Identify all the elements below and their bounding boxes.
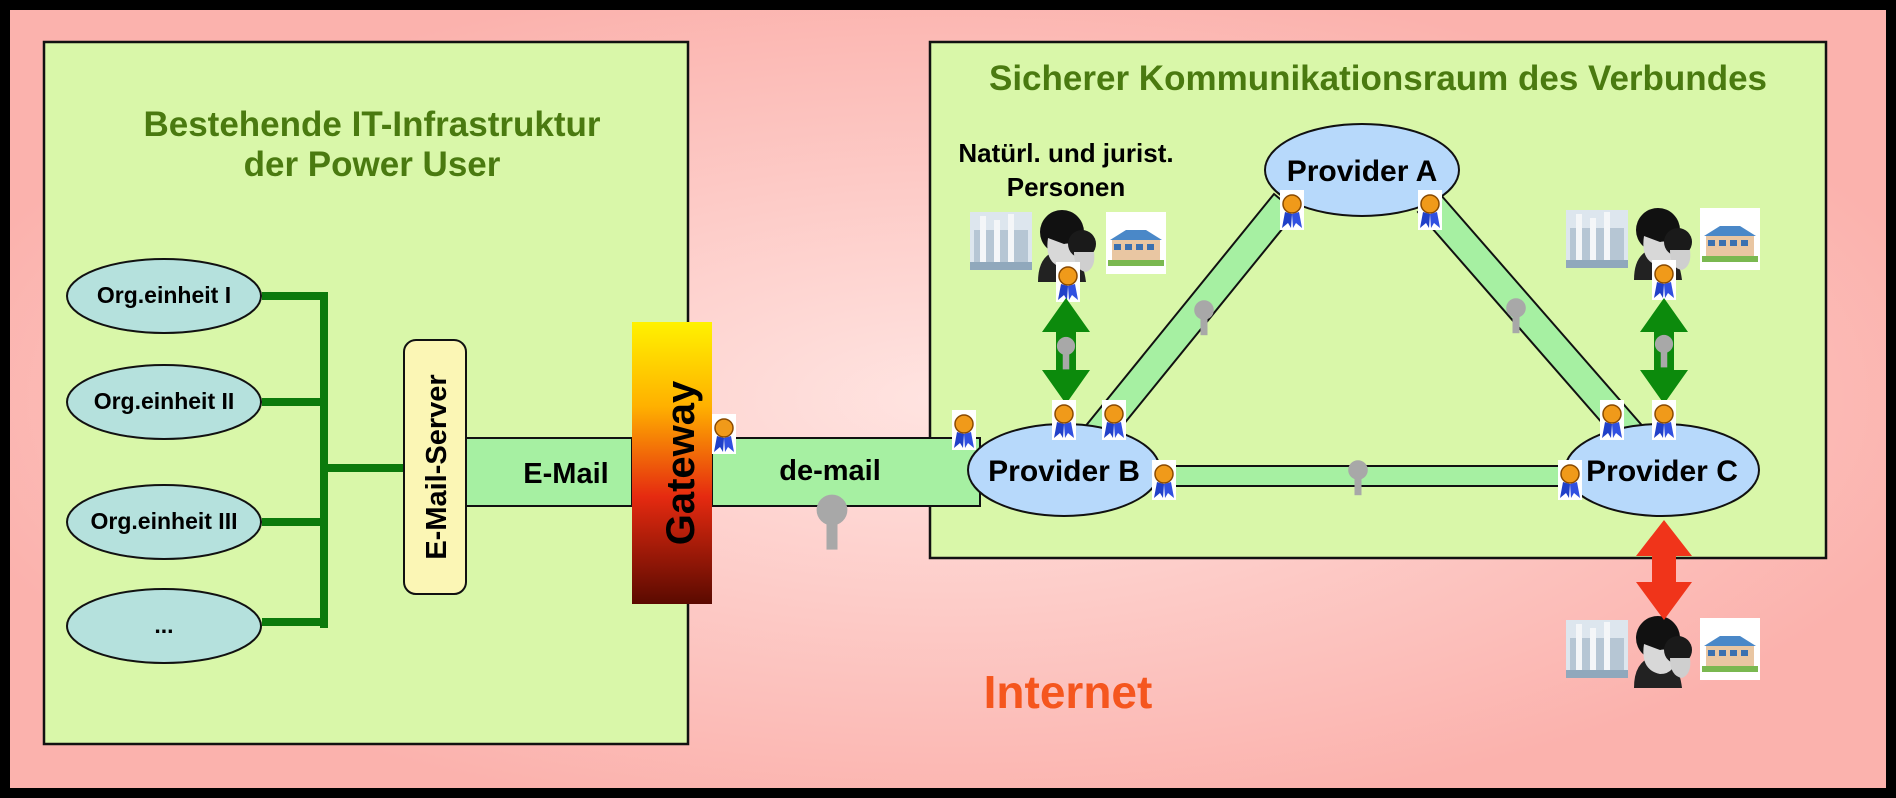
certificate-icon (1651, 259, 1677, 301)
certificate-icon (951, 409, 977, 451)
org-tree-connectors (262, 292, 406, 628)
org-unit-more: ... (66, 588, 262, 664)
email-channel-label: E-Mail (523, 458, 608, 490)
gateway-box (632, 322, 712, 604)
org-unit-3: Org.einheit III (66, 484, 262, 560)
provider-a: Provider A (1264, 123, 1460, 217)
factory-icon (1566, 210, 1628, 268)
org-unit-1: Org.einheit I (66, 258, 262, 334)
left-box-title-line2: der Power User (244, 145, 501, 184)
provider-c-label: Provider C (1586, 455, 1738, 488)
right-box-title: Sicherer Kommunikationsraum des Verbunde… (989, 59, 1767, 98)
persons-label-line1: Natürl. und jurist. (958, 138, 1173, 168)
provider-b: Provider B (967, 423, 1161, 517)
org-unit-2: Org.einheit II (66, 364, 262, 440)
certificate-icon (1279, 189, 1305, 231)
certificate-icon (1417, 189, 1443, 231)
de-mail-channel-label: de-mail (779, 455, 881, 487)
building-icon (1106, 212, 1166, 274)
certificate-icon (1651, 399, 1677, 441)
internet-label: Internet (984, 666, 1153, 718)
certificate-icon (1055, 261, 1081, 303)
provider-a-label: Provider A (1287, 155, 1438, 188)
org-unit-1-label: Org.einheit I (97, 282, 231, 308)
email-server-box (403, 339, 467, 595)
persons-label-line2: Personen (1007, 172, 1126, 202)
certificate-icon (1599, 399, 1625, 441)
gateway-label: Gateway (659, 380, 703, 545)
certificate-icon (1151, 459, 1177, 501)
org-unit-more-label: ... (154, 612, 173, 638)
factory-icon (1566, 620, 1628, 678)
factory-icon (970, 212, 1032, 270)
org-unit-3-label: Org.einheit III (91, 508, 238, 534)
provider-b-label: Provider B (988, 455, 1140, 488)
certificate-icon (1051, 399, 1077, 441)
provider-c: Provider C (1564, 423, 1760, 517)
email-server-label: E-Mail-Server (421, 374, 453, 559)
email-channel (465, 437, 633, 507)
building-icon (1700, 618, 1760, 680)
building-icon (1700, 208, 1760, 270)
certificate-icon (1101, 399, 1127, 441)
certificate-icon (1557, 459, 1583, 501)
internet-user-arrow (1636, 520, 1692, 620)
gateway-certificate-icon (711, 413, 737, 455)
link-provider-b-c (1163, 465, 1575, 487)
org-unit-2-label: Org.einheit II (94, 388, 235, 414)
left-box-title-line1: Bestehende IT-Infrastruktur (143, 105, 600, 144)
